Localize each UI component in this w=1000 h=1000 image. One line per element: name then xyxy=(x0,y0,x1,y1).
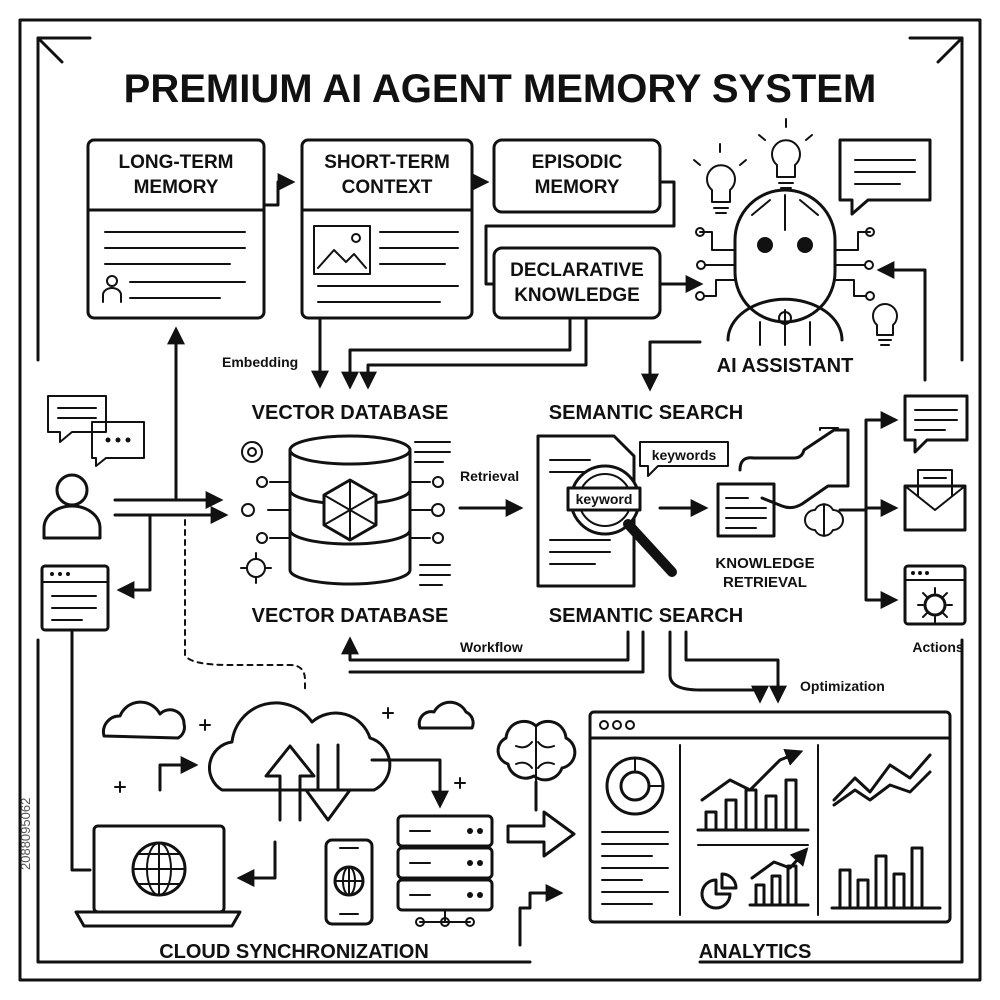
cloud-sync-icon xyxy=(208,701,392,822)
assistant-return-arrow xyxy=(876,261,927,382)
image-icon xyxy=(313,225,371,275)
short-term-label-2: CONTEXT xyxy=(342,177,433,198)
robot-icon xyxy=(695,188,875,346)
database-side-icons xyxy=(240,441,451,586)
chat-bubbles-icon xyxy=(47,395,145,467)
semantic-search-title-top: SEMANTIC SEARCH xyxy=(549,402,743,424)
to-analytics-arrow xyxy=(506,810,576,858)
analytics-label: ANALYTICS xyxy=(699,941,812,963)
embedding-label: Embedding xyxy=(222,354,298,370)
left-flow-arrows xyxy=(70,326,306,872)
user-small-icon xyxy=(102,275,122,303)
vector-db-title-bottom: VECTOR DATABASE xyxy=(252,605,449,627)
cloud-icon xyxy=(417,700,475,730)
knowledge-retrieval-label-1: KNOWLEDGE xyxy=(715,555,814,572)
lightbulb-icon xyxy=(693,143,747,214)
episodic-label-2: MEMORY xyxy=(535,177,620,198)
knowledge-retrieval-label-2: RETRIEVAL xyxy=(723,574,807,591)
hand-card-icon xyxy=(716,427,850,538)
short-term-label-1: SHORT-TERM xyxy=(324,152,450,173)
right-output-arrows xyxy=(838,411,899,609)
episodic-label-1: EPISODIC xyxy=(532,152,623,173)
cloud-to-server-arrow xyxy=(390,758,449,809)
ai-assistant-label: AI ASSISTANT xyxy=(717,355,854,377)
sparkle-marks xyxy=(114,707,466,793)
optimization-label: Optimization xyxy=(800,678,885,694)
keywords-label: keywords xyxy=(652,447,717,463)
page-title: PREMIUM AI AGENT MEMORY SYSTEM xyxy=(124,67,877,111)
cloud-sync-label: CLOUD SYNCHRONIZATION xyxy=(159,941,429,963)
long-term-memory-card: LONG-TERM MEMORY xyxy=(86,138,266,320)
cloud-to-laptop-arrow xyxy=(236,840,277,887)
browser-window-icon xyxy=(40,564,110,632)
declarative-knowledge-box: DECLARATIVE KNOWLEDGE xyxy=(492,246,662,320)
speech-bubble-icon xyxy=(903,394,969,454)
top-row-connectors xyxy=(262,173,704,390)
dashboard-icon xyxy=(588,710,952,924)
laptop-globe-icon xyxy=(74,824,242,928)
lightbulb-icon xyxy=(872,303,898,346)
speech-bubble-icon xyxy=(838,138,932,216)
settings-window-icon xyxy=(903,564,967,626)
keywords-tag: keywords xyxy=(639,441,729,477)
vector-db-title-top: VECTOR DATABASE xyxy=(252,402,449,424)
semantic-search-title-bottom: SEMANTIC SEARCH xyxy=(549,605,743,627)
phone-globe-icon xyxy=(324,838,374,926)
workflow-label: Workflow xyxy=(460,639,523,655)
declarative-label-1: DECLARATIVE xyxy=(510,260,644,281)
server-rack-icon xyxy=(396,814,494,927)
cloud-icon xyxy=(102,700,186,740)
sync-to-analytics-arrow xyxy=(518,884,564,947)
long-term-label-1: LONG-TERM xyxy=(118,152,233,173)
actions-label: Actions xyxy=(912,639,964,655)
episodic-memory-box: EPISODIC MEMORY xyxy=(492,138,662,214)
long-term-label-2: MEMORY xyxy=(134,177,219,198)
lightbulb-icon xyxy=(758,118,813,189)
stock-id-watermark: 2088095062 xyxy=(18,798,33,870)
outer-frame xyxy=(18,18,982,982)
declarative-label-2: KNOWLEDGE xyxy=(514,285,640,306)
assistant-to-search-arrow xyxy=(641,340,702,392)
laptop-to-cloud-arrow xyxy=(158,756,199,792)
database-icon xyxy=(241,434,445,586)
document-search-icon: keyword xyxy=(536,434,677,588)
short-term-context-card: SHORT-TERM CONTEXT xyxy=(300,138,474,320)
brain-icon xyxy=(804,503,844,537)
brain-icon xyxy=(496,719,577,783)
keyword-label: keyword xyxy=(576,491,633,507)
envelope-icon xyxy=(903,469,967,532)
workflow-connectors xyxy=(341,630,787,704)
user-icon xyxy=(42,473,102,540)
retrieval-label: Retrieval xyxy=(460,468,519,484)
